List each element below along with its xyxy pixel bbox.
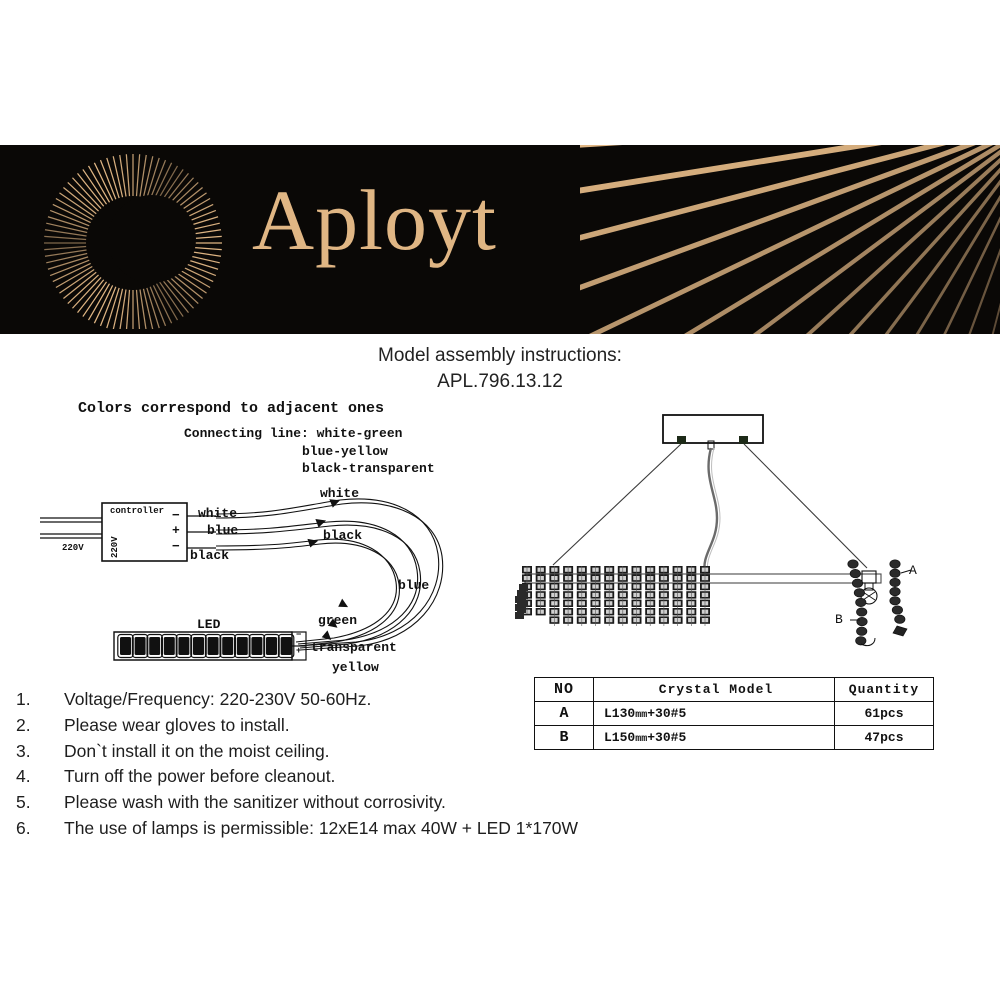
table-row: A L130mm+30#5 61pcs [534, 701, 934, 726]
crystal-strand-array [515, 566, 710, 626]
mains-side-label: 220V [110, 536, 120, 558]
callout-b: B [835, 612, 843, 627]
page-title-line1: Model assembly instructions: [378, 345, 622, 366]
strip-label-green: green [318, 613, 358, 628]
list-item-number: 4. [16, 766, 31, 787]
header-model: Crystal Model [593, 677, 835, 702]
list-item-number: 3. [16, 740, 31, 761]
list-item-text: Please wash with the sanitizer without c… [64, 792, 446, 813]
model-suffix: +30#5 [647, 730, 687, 745]
cell-quantity: 61pcs [834, 701, 934, 726]
list-item: 2. Please wear gloves to install. [16, 714, 736, 737]
model-unit: mm [635, 734, 648, 745]
model-prefix: L130 [604, 706, 636, 721]
pair-0: white-green [316, 426, 403, 441]
callout-a: A [909, 563, 917, 578]
chandelier-graphic [515, 414, 912, 647]
model-unit: mm [635, 710, 648, 721]
instruction-list: 1. Voltage/Frequency: 220-230V 50-60Hz. … [16, 688, 736, 843]
cell-model: L150mm+30#5 [593, 725, 835, 750]
crystal-model-table: NO Crystal Model Quantity A L130mm+30#5 … [534, 677, 934, 750]
strip-label-yellow: yellow [332, 660, 379, 675]
cell-quantity: 47pcs [834, 725, 934, 750]
loop-label-black: black [323, 528, 363, 543]
model-suffix: +30#5 [647, 706, 687, 721]
model-prefix: L150 [604, 730, 636, 745]
list-item-number: 1. [16, 689, 31, 709]
list-item-text: Voltage/Frequency: 220-230V 50-60Hz. [64, 689, 372, 709]
table-row: B L150mm+30#5 47pcs [534, 725, 934, 750]
terminal-0: − [172, 508, 180, 523]
cell-no: B [534, 725, 594, 750]
sunburst-core [108, 195, 196, 283]
wiring-diagram: controller 220V 220V − + − white blue bl… [40, 470, 510, 685]
corner-rays-icon [580, 145, 1000, 334]
list-item: 1. Voltage/Frequency: 220-230V 50-60Hz. [16, 688, 736, 711]
list-item-text: Turn off the power before cleanout. [64, 766, 336, 787]
output-label-blue: blue [207, 523, 239, 538]
header-no: NO [534, 677, 594, 702]
list-item-number: 5. [16, 792, 31, 813]
terminal-2: − [172, 539, 180, 554]
table-header-row: NO Crystal Model Quantity [534, 677, 934, 702]
controller-label: controller [110, 506, 165, 516]
wiring-notes-heading: Colors correspond to adjacent ones [78, 400, 385, 417]
list-item-text: The use of lamps is permissible: 12xE14 … [64, 817, 579, 838]
chandelier-diagram: A B [505, 398, 985, 673]
led-segments [117, 633, 295, 659]
cell-model: L130mm+30#5 [593, 701, 835, 726]
list-item: 3. Don`t install it on the moist ceiling… [16, 740, 736, 763]
header-quantity: Quantity [834, 677, 934, 702]
list-item: 5. Please wash with the sanitizer withou… [16, 791, 736, 814]
list-item-number: 2. [16, 714, 31, 735]
wiring-diagram-graphic [40, 498, 444, 661]
pair-1: blue-yellow [302, 443, 388, 459]
strip-label-transparent: transparent [311, 640, 397, 655]
brand-banner: Aployt [0, 145, 1000, 334]
list-item-text: Please wear gloves to install. [64, 714, 290, 735]
loop-label-blue: blue [398, 578, 430, 593]
lamp-socket-detail [860, 570, 878, 605]
led-terminal-minus: − [296, 630, 302, 640]
list-item: 6. The use of lamps is permissible: 12xE… [16, 817, 736, 840]
output-label-white: white [198, 506, 238, 521]
led-terminal-plus: + [296, 646, 302, 656]
brand-wordmark: Aployt [252, 172, 497, 268]
led-label: LED [197, 617, 221, 632]
page-title: Model assembly instructions: APL.796.13.… [0, 343, 1000, 395]
output-label-black: black [190, 548, 230, 563]
list-item-number: 6. [16, 817, 31, 838]
loop-label-white: white [320, 486, 360, 501]
connecting-line-label: Connecting line: [184, 426, 309, 441]
ab-crystal-strands [847, 559, 908, 647]
pair-2: black-transparent [302, 461, 435, 477]
cell-no: A [534, 701, 594, 726]
wiring-notes-pairs: Connecting line: white-green blue-yellow… [184, 425, 435, 478]
list-item-text: Don`t install it on the moist ceiling. [64, 740, 330, 761]
terminal-1: + [172, 523, 180, 538]
list-item: 4. Turn off the power before cleanout. [16, 765, 736, 788]
page-title-model-code: APL.796.13.12 [437, 371, 563, 393]
mains-bottom-label: 220V [62, 543, 84, 553]
